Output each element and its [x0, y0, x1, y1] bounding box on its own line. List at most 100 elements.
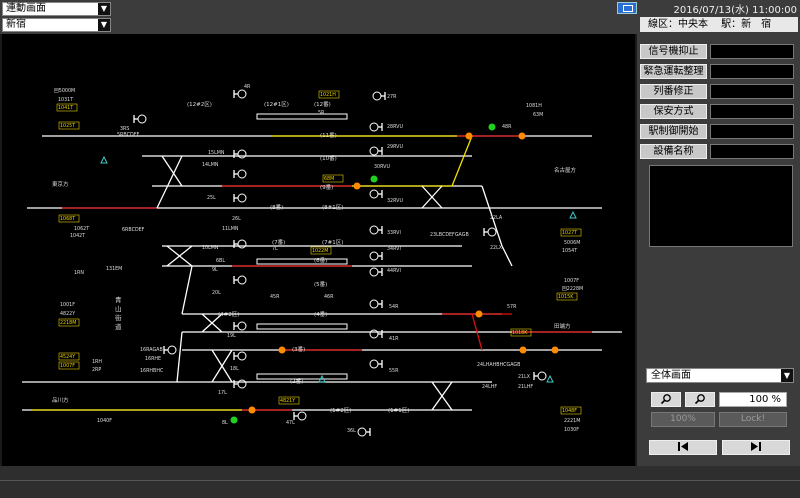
display-select[interactable]: 全体画面 ▼ — [646, 368, 794, 383]
signal-label: 19L — [227, 333, 236, 339]
station-select[interactable]: 新宿 ▼ — [2, 18, 111, 32]
signal-icon — [237, 379, 247, 389]
signal-label: 21LX — [518, 374, 531, 380]
signal-label: 47L — [286, 420, 295, 426]
signal-orange-lamp — [518, 132, 526, 140]
direction-label: 田端方 — [554, 322, 571, 330]
equipment-name-status — [710, 144, 794, 159]
signal-label: 44RVI — [387, 268, 401, 274]
signal-label: 18L — [230, 366, 239, 372]
zoom-out-button[interactable] — [685, 392, 715, 407]
train-number-label: 回5000M — [54, 88, 75, 94]
signal-label: 26L — [232, 216, 241, 222]
signal-orange-lamp — [551, 346, 559, 354]
platform — [256, 323, 348, 330]
signal-label: 4R — [244, 84, 251, 90]
station-control-start-button[interactable]: 駅制御開始 — [640, 124, 707, 139]
train-number-label: 1031T — [58, 97, 73, 103]
route-segment — [451, 135, 473, 187]
signal-label: 28RVU — [387, 124, 403, 130]
safety-method-status — [710, 104, 794, 119]
train-number-box — [310, 246, 332, 255]
signal-icon — [369, 267, 379, 277]
line-station-info: 線区：中央本 駅：新 宿 — [640, 17, 798, 32]
train-number-box — [56, 103, 78, 112]
equipment-name-button[interactable]: 設備名称 — [640, 144, 707, 159]
signal-label: 16RAGAB — [140, 347, 163, 353]
signal-label: 10LMN — [202, 245, 219, 251]
train-number-label: 1021H — [320, 92, 336, 98]
signal-orange-lamp — [353, 182, 361, 190]
direction-label: 東京方 — [52, 180, 69, 188]
track-segment — [431, 381, 453, 411]
signal-label: 22LA — [490, 215, 503, 221]
platform — [256, 258, 348, 265]
train-number-box — [58, 214, 80, 223]
signal-label: 20L — [212, 290, 221, 296]
chevron-down-icon[interactable]: ▼ — [98, 19, 110, 31]
track-segment — [421, 185, 443, 209]
track-label: (3番) — [292, 346, 305, 353]
signal-icon — [369, 225, 379, 235]
train-number-label: 1048F — [562, 408, 577, 414]
train-number-label: 1018K — [512, 330, 528, 336]
signal-icon — [237, 193, 247, 203]
vertical-label-char: 道 — [115, 322, 122, 331]
signal-suppress-button[interactable]: 信号機抑止 — [640, 44, 707, 59]
safety-method-button[interactable]: 保安方式 — [640, 104, 707, 119]
signal-label: 32RVU — [387, 198, 403, 204]
train-number-label: 1040F — [97, 418, 112, 424]
track-label: (8番) — [270, 204, 283, 211]
lock-button[interactable]: Lock! — [719, 412, 787, 427]
track-label: (5番) — [314, 281, 327, 288]
signal-label: 24LHAHBHCGAGB — [477, 362, 520, 368]
vertical-label-char: 山 — [115, 304, 122, 313]
signal-label: 54R — [389, 304, 399, 310]
signal-green-lamp — [230, 416, 238, 424]
signal-icon — [137, 114, 147, 124]
prev-page-button[interactable] — [649, 440, 717, 455]
signal-orange-lamp — [248, 406, 256, 414]
train-number-box — [560, 228, 582, 237]
signal-label: 21LHF — [518, 384, 533, 390]
zoom-reset-button[interactable]: 100% — [651, 412, 715, 427]
signal-label: 22LX — [490, 245, 503, 251]
train-number-label: 1027T — [562, 230, 577, 236]
signal-label: 15LMN — [208, 150, 225, 156]
zoom-in-button[interactable] — [651, 392, 681, 407]
zoom-value[interactable]: 100 % — [719, 392, 787, 407]
direction-label: 品川方 — [52, 396, 69, 404]
track-label: (1#2区) — [330, 407, 351, 414]
train-number-label: 2221M — [564, 418, 580, 424]
display-select-value: 全体画面 — [651, 370, 691, 381]
track-segment — [201, 313, 223, 333]
track-label: (4番) — [314, 311, 327, 318]
train-number-label: 1007F — [564, 278, 579, 284]
train-number-label: 4822Y — [60, 311, 75, 317]
skip-back-icon — [678, 442, 688, 451]
emergency-dispatch-status — [710, 64, 794, 79]
emergency-dispatch-button[interactable]: 緊急運転整理 — [640, 64, 707, 79]
monitor-icon[interactable] — [617, 2, 637, 14]
signal-icon — [237, 89, 247, 99]
chevron-down-icon[interactable]: ▼ — [98, 3, 110, 15]
track-label: (4#2区) — [218, 311, 239, 318]
signal-label: 1RN — [74, 270, 84, 276]
signal-label: 57R — [507, 304, 517, 310]
signal-label: 24LHF — [482, 384, 497, 390]
next-page-button[interactable] — [722, 440, 790, 455]
train-number-box — [278, 396, 300, 405]
track-segment — [156, 155, 183, 209]
train-number-label: 回2228M — [562, 286, 583, 292]
train-number-edit-button[interactable]: 列番修正 — [640, 84, 707, 99]
signal-icon — [369, 122, 379, 132]
train-number-label: 63M — [533, 112, 543, 118]
chevron-down-icon[interactable]: ▼ — [781, 369, 793, 382]
train-number-label: 1007F — [60, 363, 75, 369]
track-segment — [176, 331, 183, 383]
train-number-label: 1081H — [526, 103, 542, 109]
view-select[interactable]: 連動画面 ▼ — [2, 2, 111, 16]
track-label: (12#2区) — [187, 101, 212, 108]
train-number-label: 1030F — [564, 427, 579, 433]
signal-icon — [357, 427, 367, 437]
